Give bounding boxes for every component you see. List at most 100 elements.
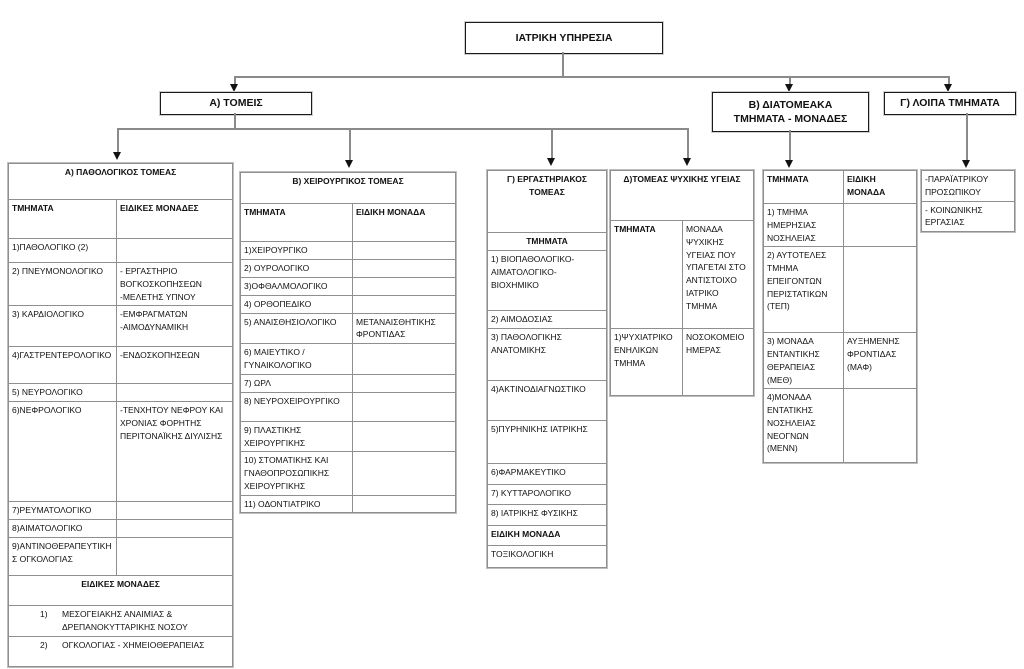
table-header-row: ΤΜΗΜΑΤΑ ΕΙΔΙΚΗ ΜΟΝΑΔΑ [763, 170, 917, 204]
root-node-label: ΙΑΤΡΙΚΗ ΥΠΗΡΕΣΙΑ [515, 31, 613, 44]
connector-root-horizontal [234, 76, 950, 78]
table-row: 2) ΟΓΚΟΛΟΓΙΑΣ - ΧΗΜΕΙΟΘΕΡΑΠΕΙΑΣ [7, 635, 234, 667]
arrow-to-branch-a-icon [230, 84, 238, 92]
surgical-dept: 3)ΟΦΘΑΛΜΟΛΟΓΙΚΟ [240, 276, 353, 296]
interdept-dept: 4)ΜΟΝΑΔΑ ΕΝΤΑΤΙΚΗΣ ΝΟΣΗΛΕΙΑΣ ΝΕΟΓΝΩΝ (ΜΕ… [763, 388, 844, 464]
connector-to-pathology [117, 128, 119, 154]
interdept-unit: ΑΥΞΗΜΕΝΗΣ ΦΡΟΝΤΙΔΑΣ (ΜΑΦ) [843, 332, 917, 390]
branch-node-interdepartmental-label-line2: ΤΜΗΜΑΤΑ - ΜΟΝΑΔΕΣ [733, 113, 848, 125]
interdept-dept: 3) ΜΟΝΑΔΑ ΕΝΤΑΝΤΙΚΗΣ ΘΕΡΑΠΕΙΑΣ (ΜΕΘ) [763, 332, 844, 390]
connector-to-branch-b [789, 76, 791, 86]
connector-to-laboratory [551, 128, 553, 160]
mentalhealth-title: Δ)ΤΟΜΕΑΣ ΨΥΧΙΚΗΣ ΥΓΕΙΑΣ [610, 170, 754, 221]
pathology-unit [115, 519, 234, 539]
table-header-row: ΤΜΗΜΑΤΑ ΕΙΔΙΚΕΣ ΜΟΝΑΔΕΣ [8, 199, 234, 239]
surgical-dept: 11) ΟΔΟΝΤΙΑΤΡΙΚΟ [240, 494, 353, 514]
table-row: 2) ΑΥΤΟΤΕΛΕΣ ΤΜΗΜΑ ΕΠΕΙΓΟΝΤΩΝ ΠΕΡΙΣΤΑΤΙΚ… [763, 246, 917, 334]
interdept-dept: 2) ΑΥΤΟΤΕΛΕΣ ΤΜΗΜΑ ΕΠΕΙΓΟΝΤΩΝ ΠΕΡΙΣΤΑΤΙΚ… [763, 246, 844, 334]
branch-node-other-departments-label: Γ) ΛΟΙΠΑ ΤΜΗΜΑΤΑ [900, 97, 1000, 110]
surgical-unit: ΜΕΤΑΝΑΙΣΘΗΤΙΚΗΣ ΦΡΟΝΤΙΔΑΣ [351, 312, 457, 344]
pathology-unit [115, 383, 234, 403]
laboratory-dept: 2) ΑΙΜΟΔΟΣΙΑΣ [487, 310, 607, 329]
pathology-unit [115, 238, 234, 263]
mentalhealth-header-unit: ΜΟΝΑΔΑ ΨΥΧΙΚΗΣ ΥΓΕΙΑΣ ΠΟΥ ΥΠΑΓΕΤΑΙ ΣΤΟ Α… [682, 220, 754, 329]
surgical-unit [351, 258, 457, 278]
interdept-header-unit: ΕΙΔΙΚΗ ΜΟΝΑΔΑ [843, 170, 917, 204]
branch-node-other-departments[interactable]: Γ) ΛΟΙΠΑ ΤΜΗΜΑΤΑ [884, 92, 1016, 115]
connector-sectors-horizontal [117, 128, 688, 130]
pathology-dept: 5) ΝΕΥΡΟΛΟΓΙΚΟ [8, 383, 117, 403]
pathology-special-unit-item: 2) ΟΓΚΟΛΟΓΙΑΣ - ΧΗΜΕΙΟΘΕΡΑΠΕΙΑΣ [7, 635, 234, 667]
table-laboratory-sector: Γ) ΕΡΓΑΣΤΗΡΙΑΚΟΣ ΤΟΜΕΑΣ ΤΜΗΜΑΤΑ 1) ΒΙΟΠΑ… [487, 170, 607, 568]
laboratory-dept: 1) ΒΙΟΠΑΘΟΛΟΓΙΚΟ-ΑΙΜΑΤΟΛΟΓΙΚΟ-ΒΙΟΧΗΜΙΚΟ [487, 250, 607, 311]
branch-node-sectors[interactable]: Α) ΤΟΜΕΙΣ [160, 92, 312, 115]
table-other-departments: -ΠΑΡΑΪΑΤΡΙΚΟΥ ΠΡΟΣΩΠΙΚΟΥ - ΚΟΙΝΩΝΙΚΗΣ ΕΡ… [921, 170, 1015, 232]
table-row: 8) ΝΕΥΡΟΧΕΙΡΟΥΡΓΙΚΟ [240, 391, 457, 422]
surgical-dept: 8) ΝΕΥΡΟΧΕΙΡΟΥΡΓΙΚΟ [240, 391, 353, 422]
pathology-header-units: ΕΙΔΙΚΕΣ ΜΟΝΑΔΕΣ [115, 199, 234, 239]
table-row: 3) ΚΑΡΔΙΟΛΟΓΙΚΟ -ΕΜΦΡΑΓΜΑΤΩΝ -ΑΙΜΟΔΥΝΑΜΙ… [8, 305, 234, 348]
surgical-unit [351, 451, 457, 496]
pathology-dept: 8)ΑΙΜΑΤΟΛΟΓΙΚΟ [8, 519, 117, 539]
table-row: 1) ΤΜΗΜΑ ΗΜΕΡΗΣΙΑΣ ΝΟΣΗΛΕΙΑΣ [763, 202, 917, 248]
table-pathology-sector: Α) ΠΑΘΟΛΟΓΙΚΟΣ ΤΟΜΕΑΣ ΤΜΗΜΑΤΑ ΕΙΔΙΚΕΣ ΜΟ… [7, 163, 234, 667]
table-row: 8) ΙΑΤΡΙΚΗΣ ΦΥΣΙΚΗΣ [487, 503, 607, 526]
pathology-dept: 2) ΠΝΕΥΜΟΝΟΛΟΓΙΚΟ [8, 261, 117, 307]
surgical-title: Β) ΧΕΙΡΟΥΡΓΙΚΟΣ ΤΟΜΕΑΣ [239, 172, 457, 204]
table-row: 1) ΜΕΣΟΓΕΙΑΚΗΣ ΑΝΑΙΜΙΑΣ & ΔΡΕΠΑΝΟΚΥΤΤΑΡΙ… [7, 605, 234, 637]
pathology-unit: -ΕΝΔΟΣΚΟΠΗΣΕΩΝ [115, 346, 234, 385]
table-row: Α) ΠΑΘΟΛΟΓΙΚΟΣ ΤΟΜΕΑΣ [7, 163, 234, 200]
interdept-header-departments: ΤΜΗΜΑΤΑ [763, 170, 844, 204]
arrow-to-surgical-icon [345, 160, 353, 168]
surgical-unit [351, 294, 457, 314]
laboratory-dept: 5)ΠΥΡΗΝΙΚΗΣ ΙΑΤΡΙΚΗΣ [487, 419, 607, 464]
branch-node-interdepartmental-label-line1: Β) ΔΙΑΤΟΜΕΑΚΑ [748, 98, 833, 111]
list-label: ΜΕΣΟΓΕΙΑΚΗΣ ΑΝΑΙΜΙΑΣ & ΔΡΕΠΑΝΟΚΥΤΤΑΡΙΚΗΣ… [62, 609, 188, 632]
surgical-unit [351, 391, 457, 422]
laboratory-special-unit: ΤΟΞΙΚΟΛΟΓΙΚΗ [487, 544, 607, 568]
connector-root-down [562, 52, 564, 77]
pathology-unit [115, 501, 234, 521]
laboratory-dept: 4)ΑΚΤΙΝΟΔΙΑΓΝΩΣΤΙΚΟ [487, 379, 607, 421]
table-row: 4)ΓΑΣΤΡΕΝΤΕΡΟΛΟΓΙΚΟ -ΕΝΔΟΣΚΟΠΗΣΕΩΝ [8, 346, 234, 385]
table-row: 3) ΜΟΝΑΔΑ ΕΝΤΑΝΤΙΚΗΣ ΘΕΡΑΠΕΙΑΣ (ΜΕΘ) ΑΥΞ… [763, 332, 917, 390]
table-row: Δ)ΤΟΜΕΑΣ ΨΥΧΙΚΗΣ ΥΓΕΙΑΣ [610, 170, 754, 221]
table-row: 5) ΑΝΑΙΣΘΗΣΙΟΛΟΓΙΚΟ ΜΕΤΑΝΑΙΣΘΗΤΙΚΗΣ ΦΡΟΝ… [240, 312, 457, 344]
laboratory-dept: 3) ΠΑΘΟΛΟΓΙΚΗΣ ΑΝΑΤΟΜΙΚΗΣ [487, 327, 607, 381]
table-row: ΕΙΔΙΚΗ ΜΟΝΑΔΑ [487, 524, 607, 546]
arrow-to-mentalhealth-icon [683, 158, 691, 166]
mentalhealth-unit: ΝΟΣΟΚΟΜΕΙΟ ΗΜΕΡΑΣ [682, 328, 754, 396]
table-row: -ΠΑΡΑΪΑΤΡΙΚΟΥ ΠΡΟΣΩΠΙΚΟΥ [921, 170, 1015, 202]
branch-node-interdepartmental[interactable]: Β) ΔΙΑΤΟΜΕΑΚΑ ΤΜΗΜΑΤΑ - ΜΟΝΑΔΕΣ [712, 92, 869, 132]
surgical-dept: 2) ΟΥΡΟΛΟΓΙΚΟ [240, 258, 353, 278]
unit-line: - ΕΡΓΑΣΤΗΡΙΟ ΒΟΓΚΟΣΚΟΠΗΣΕΩΝ [120, 266, 202, 289]
table-row: 1)ΠΑΘΟΛΟΓΙΚΟ (2) [8, 238, 234, 263]
interdept-unit [843, 388, 917, 464]
surgical-unit [351, 374, 457, 393]
pathology-unit [115, 537, 234, 577]
table-row: - ΚΟΙΝΩΝΙΚΗΣ ΕΡΓΑΣΙΑΣ [921, 200, 1015, 232]
pathology-dept: 7)ΡΕΥΜΑΤΟΛΟΓΙΚΟ [8, 501, 117, 521]
table-row: 4) ΟΡΘΟΠΕΔΙΚΟ [240, 294, 457, 314]
table-row: 1) ΒΙΟΠΑΘΟΛΟΓΙΚΟ-ΑΙΜΑΤΟΛΟΓΙΚΟ-ΒΙΟΧΗΜΙΚΟ [487, 250, 607, 311]
other-dept: - ΚΟΙΝΩΝΙΚΗΣ ΕΡΓΑΣΙΑΣ [921, 200, 1015, 232]
table-mental-health-sector: Δ)ΤΟΜΕΑΣ ΨΥΧΙΚΗΣ ΥΓΕΙΑΣ ΤΜΗΜΑΤΑ ΜΟΝΑΔΑ Ψ… [610, 170, 754, 396]
root-node-medical-service[interactable]: ΙΑΤΡΙΚΗ ΥΠΗΡΕΣΙΑ [465, 22, 663, 54]
table-row: 7)ΡΕΥΜΑΤΟΛΟΓΙΚΟ [8, 501, 234, 521]
surgical-dept: 6) ΜΑΙΕΥΤΙΚΟ /ΓΥΝΑΙΚΟΛΟΓΙΚΟ [240, 343, 353, 375]
table-surgical-sector: Β) ΧΕΙΡΟΥΡΓΙΚΟΣ ΤΟΜΕΑΣ ΤΜΗΜΑΤΑ ΕΙΔΙΚΗ ΜΟ… [239, 172, 457, 514]
laboratory-dept: 7) ΚΥΤΤΑΡΟΛΟΓΙΚΟ [487, 483, 607, 505]
pathology-title: Α) ΠΑΘΟΛΟΓΙΚΟΣ ΤΟΜΕΑΣ [7, 163, 234, 200]
table-header-row: ΤΜΗΜΑΤΑ ΕΙΔΙΚΗ ΜΟΝΑΔΑ [240, 203, 457, 242]
pathology-dept: 4)ΓΑΣΤΡΕΝΤΕΡΟΛΟΓΙΚΟ [8, 346, 117, 385]
unit-line: -ΑΙΜΟΔΥΝΑΜΙΚΗ [120, 322, 189, 332]
table-row: 7) ΩΡΛ [240, 374, 457, 393]
branch-node-sectors-label: Α) ΤΟΜΕΙΣ [209, 97, 263, 110]
arrow-to-laboratory-icon [547, 158, 555, 166]
connector-to-branch-c [948, 76, 950, 86]
table-row: 1)ΨΥΧΙΑΤΡΙΚΟ ΕΝΗΛΙΚΩΝ ΤΜΗΜΑ ΝΟΣΟΚΟΜΕΙΟ Η… [610, 328, 754, 396]
table-header-row: ΤΜΗΜΑΤΑ ΜΟΝΑΔΑ ΨΥΧΙΚΗΣ ΥΓΕΙΑΣ ΠΟΥ ΥΠΑΓΕΤ… [610, 220, 754, 329]
interdept-unit [843, 246, 917, 334]
table-row: 6) ΜΑΙΕΥΤΙΚΟ /ΓΥΝΑΙΚΟΛΟΓΙΚΟ [240, 343, 457, 375]
